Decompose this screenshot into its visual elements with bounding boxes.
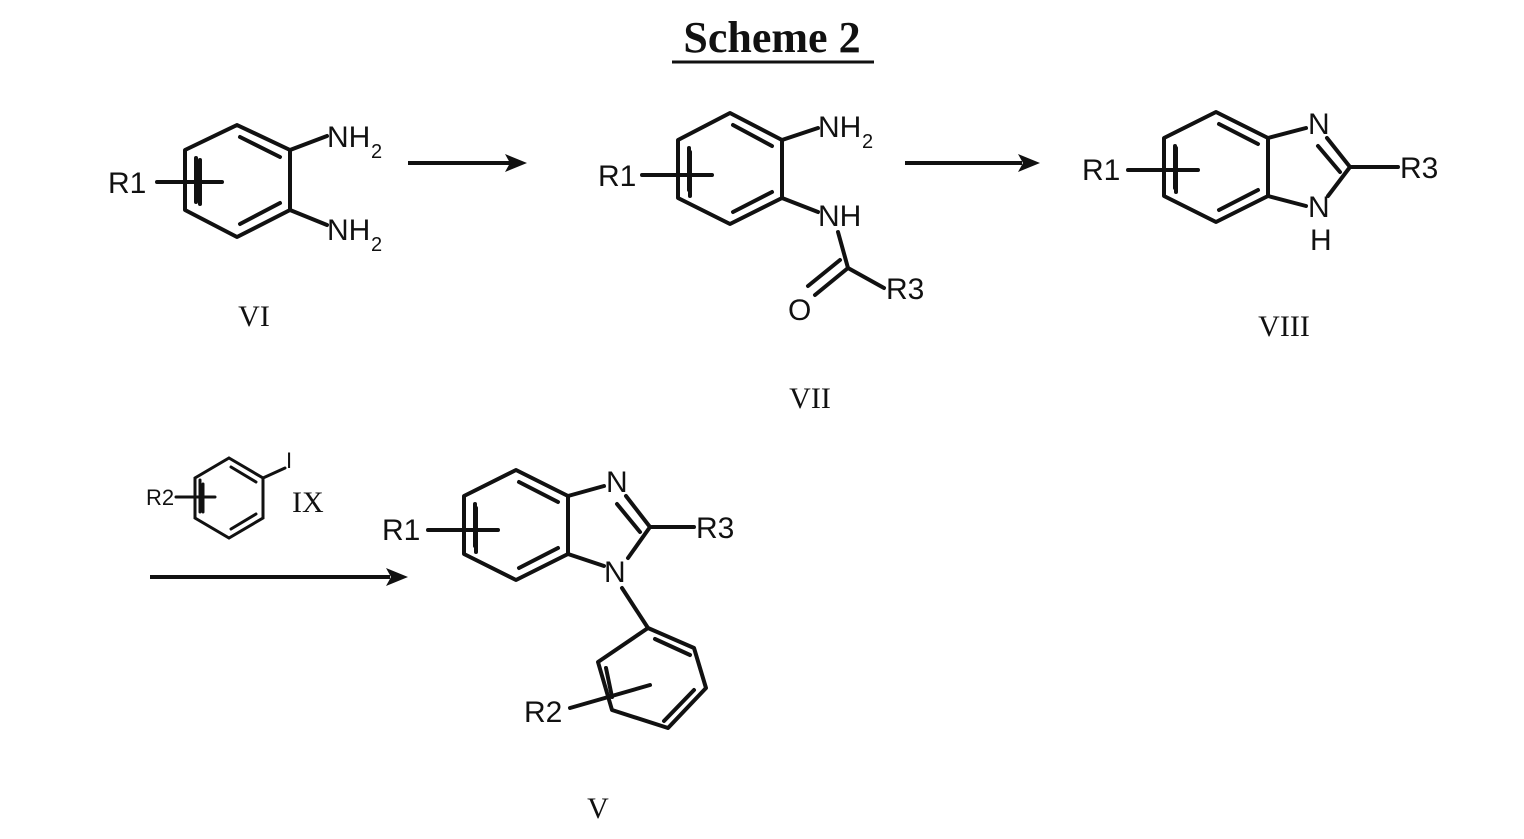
scheme-title: Scheme 2 (683, 13, 860, 62)
subscript-2: 2 (862, 131, 873, 153)
ring-double-bond (240, 137, 280, 157)
n-phenyl-bond (622, 588, 648, 628)
subscript-2: 2 (371, 234, 382, 256)
amine-bond (290, 210, 327, 225)
compound-vi: R1 NH 2 NH 2 VI (108, 121, 382, 333)
ring-double-bond (655, 639, 690, 655)
nh2-label: NH (327, 214, 370, 247)
reagent-ix: R2 I IX (146, 448, 324, 538)
oxygen-label: O (788, 294, 811, 327)
amine-bond (782, 128, 818, 140)
imidazole-bond (1268, 128, 1306, 138)
r3-label: R3 (696, 512, 734, 545)
ring-double-bond (231, 467, 256, 482)
compound-label-v: V (587, 792, 609, 825)
benzene-ring (1164, 112, 1268, 222)
compound-viii: R1 N N H R3 VIII (1082, 108, 1438, 343)
iodine-bond (263, 468, 285, 478)
r1-label: R1 (598, 160, 636, 193)
carbonyl-double-bond (808, 260, 840, 286)
carbonyl-r3-bond (848, 268, 884, 288)
r1-label: R1 (1082, 154, 1120, 187)
imidazole-bond (568, 554, 604, 566)
compound-label-viii: VIII (1258, 310, 1310, 343)
n-label: N (606, 466, 628, 499)
ring-double-bond (519, 548, 558, 568)
r3-label: R3 (886, 273, 924, 306)
r2-label: R2 (524, 696, 562, 729)
iodine-label: I (286, 448, 292, 473)
compound-vii: R1 NH 2 NH O R3 VII (598, 111, 924, 415)
imidazole-bond (568, 486, 604, 496)
r3-label: R3 (1400, 152, 1438, 185)
h-label: H (1310, 224, 1332, 257)
benzene-ring (464, 470, 568, 580)
reaction-arrow-3 (150, 568, 408, 586)
reaction-arrow-1 (408, 154, 527, 172)
benzene-ring (678, 113, 782, 224)
ring-double-bond (231, 514, 256, 529)
amide-n-bond (782, 198, 818, 212)
ring-double-bond (519, 482, 558, 502)
phenyl-ring (598, 628, 706, 728)
r1-label: R1 (382, 514, 420, 547)
r2-label: R2 (146, 485, 174, 510)
carbonyl-double-bond (815, 268, 848, 295)
compound-label-vii: VII (789, 382, 831, 415)
ring-double-bond (1219, 190, 1258, 210)
ring-double-bond (1219, 124, 1258, 144)
ring-double-bond (733, 125, 772, 146)
ring-double-bond (733, 192, 772, 212)
compound-v: R1 N N R3 R2 V (382, 466, 734, 825)
compound-label-ix: IX (292, 486, 324, 519)
n-label: N (1308, 191, 1330, 224)
reaction-arrow-2 (905, 154, 1040, 172)
n-label: N (1308, 108, 1330, 141)
compound-label-vi: VI (238, 300, 270, 333)
amine-bond (290, 136, 327, 150)
subscript-2: 2 (371, 141, 382, 163)
ring-double-bond (240, 203, 280, 224)
nh2-label: NH (818, 111, 861, 144)
nh2-label: NH (327, 121, 370, 154)
nh-label: NH (818, 200, 861, 233)
n1-label: N (604, 556, 626, 589)
imidazole-bond (1268, 196, 1306, 206)
r1-label: R1 (108, 167, 146, 200)
